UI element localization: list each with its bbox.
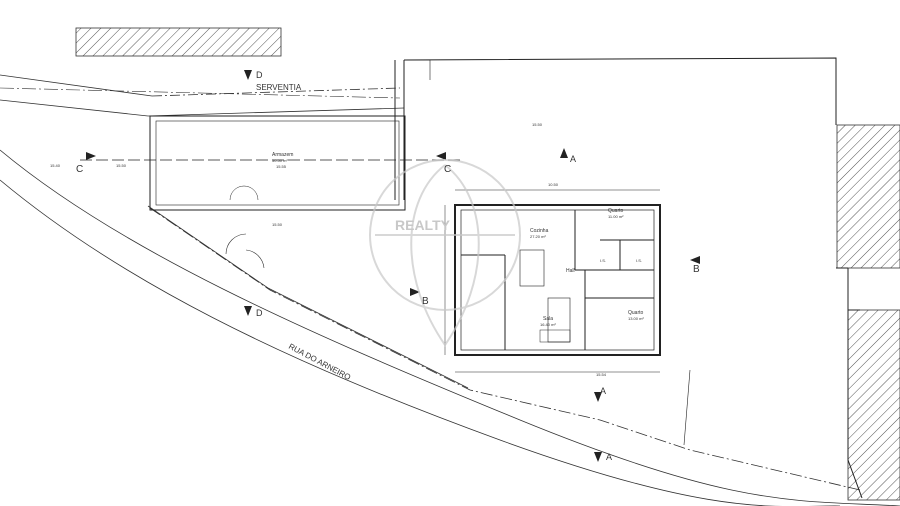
label-armazem-area: 50.50 m² <box>272 158 288 163</box>
house-floor-plan <box>444 189 661 373</box>
label-section-c-right: C <box>444 164 451 175</box>
level-house: 15.54 <box>596 372 607 377</box>
neighbor-building-top <box>75 27 282 57</box>
label-section-d-top: D <box>256 70 263 80</box>
level-left-2: 15.50 <box>116 163 127 168</box>
label-section-b-left: B <box>422 296 429 307</box>
label-cozinha-area: 27.20 m² <box>530 234 546 239</box>
rua-do-arneiro-road <box>0 149 900 506</box>
watermark-text: REALTY <box>395 217 451 233</box>
level-plot: 15.50 <box>532 122 543 127</box>
level-armazem: 15.55 <box>276 164 287 169</box>
realty-watermark <box>369 159 521 347</box>
label-cozinha: Cozinha <box>530 228 549 234</box>
label-section-a-mid: A <box>600 386 606 396</box>
neighbor-building-right-bottom <box>847 309 900 501</box>
label-section-c-left: C <box>76 164 83 175</box>
label-hall: Hall <box>566 268 575 274</box>
label-serventia: SERVENTIA <box>256 83 302 92</box>
label-sala: Sala <box>543 316 553 322</box>
serventia-road <box>0 74 405 117</box>
label-quarto-1: Quarto <box>608 208 624 214</box>
level-left: 15.40 <box>50 163 61 168</box>
label-armazem: Armazem <box>272 152 293 158</box>
label-wc-1: I.S. <box>600 258 606 263</box>
label-section-b-right: B <box>693 264 700 275</box>
section-markers <box>86 70 700 462</box>
label-section-a-top: A <box>570 154 576 164</box>
label-quarto-2: Quarto <box>628 310 644 316</box>
label-wc-2: I.S. <box>636 258 642 263</box>
label-section-d-bottom: D <box>256 308 263 318</box>
label-quarto-2-area: 13.00 m² <box>628 316 644 321</box>
label-quarto-1-area: 11.00 m² <box>608 214 624 219</box>
neighbor-building-right-top <box>836 124 900 269</box>
gate-arcs <box>225 233 265 269</box>
label-section-a-bottom: A <box>606 452 612 462</box>
plot-boundary <box>394 57 863 499</box>
warehouse-armazem <box>80 115 460 211</box>
level-bottom: 15.50 <box>272 222 283 227</box>
dim-house-width: 10.50 <box>548 182 559 187</box>
label-sala-area: 16.40 m² <box>540 322 556 327</box>
label-rua-do-arneiro: RUA DO ARNEIRO <box>287 342 352 382</box>
